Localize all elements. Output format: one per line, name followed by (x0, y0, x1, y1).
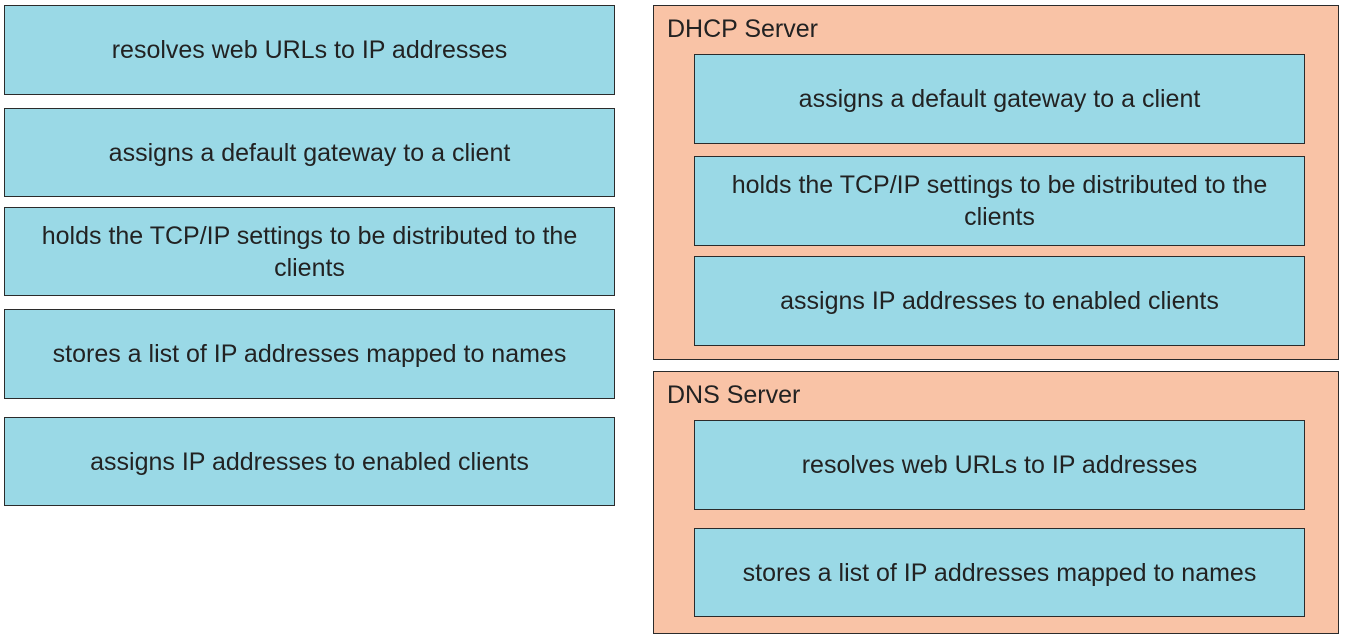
source-item-default-gateway[interactable]: assigns a default gateway to a client (4, 108, 615, 197)
source-item-ip-name-list[interactable]: stores a list of IP addresses mapped to … (4, 309, 615, 399)
dhcp-item-assigns-ip[interactable]: assigns IP addresses to enabled clients (694, 256, 1305, 346)
dhcp-item-label: holds the TCP/IP settings to be distribu… (731, 171, 1268, 231)
source-item-label: resolves web URLs to IP addresses (111, 36, 508, 64)
dhcp-item-tcpip-settings[interactable]: holds the TCP/IP settings to be distribu… (694, 156, 1305, 246)
source-item-label: holds the TCP/IP settings to be distribu… (41, 221, 578, 282)
dns-item-label: stores a list of IP addresses mapped to … (742, 558, 1257, 587)
dns-item-label: resolves web URLs to IP addresses (801, 451, 1198, 479)
dhcp-server-title: DHCP Server (667, 15, 818, 43)
source-item-label: assigns a default gateway to a client (108, 138, 511, 167)
dns-server-title: DNS Server (667, 381, 801, 409)
dhcp-item-label: assigns a default gateway to a client (798, 85, 1201, 113)
source-item-assigns-ip[interactable]: assigns IP addresses to enabled clients (4, 417, 615, 506)
source-item-tcpip-settings[interactable]: holds the TCP/IP settings to be distribu… (4, 207, 615, 296)
source-item-label: stores a list of IP addresses mapped to … (52, 340, 567, 368)
dhcp-item-label: assigns IP addresses to enabled clients (780, 287, 1219, 315)
dns-item-ip-name-list[interactable]: stores a list of IP addresses mapped to … (694, 528, 1305, 617)
dns-item-resolves-urls[interactable]: resolves web URLs to IP addresses (694, 420, 1305, 510)
source-item-resolves-urls[interactable]: resolves web URLs to IP addresses (4, 5, 615, 95)
source-item-label: assigns IP addresses to enabled clients (90, 447, 529, 476)
dhcp-item-default-gateway[interactable]: assigns a default gateway to a client (694, 54, 1305, 144)
